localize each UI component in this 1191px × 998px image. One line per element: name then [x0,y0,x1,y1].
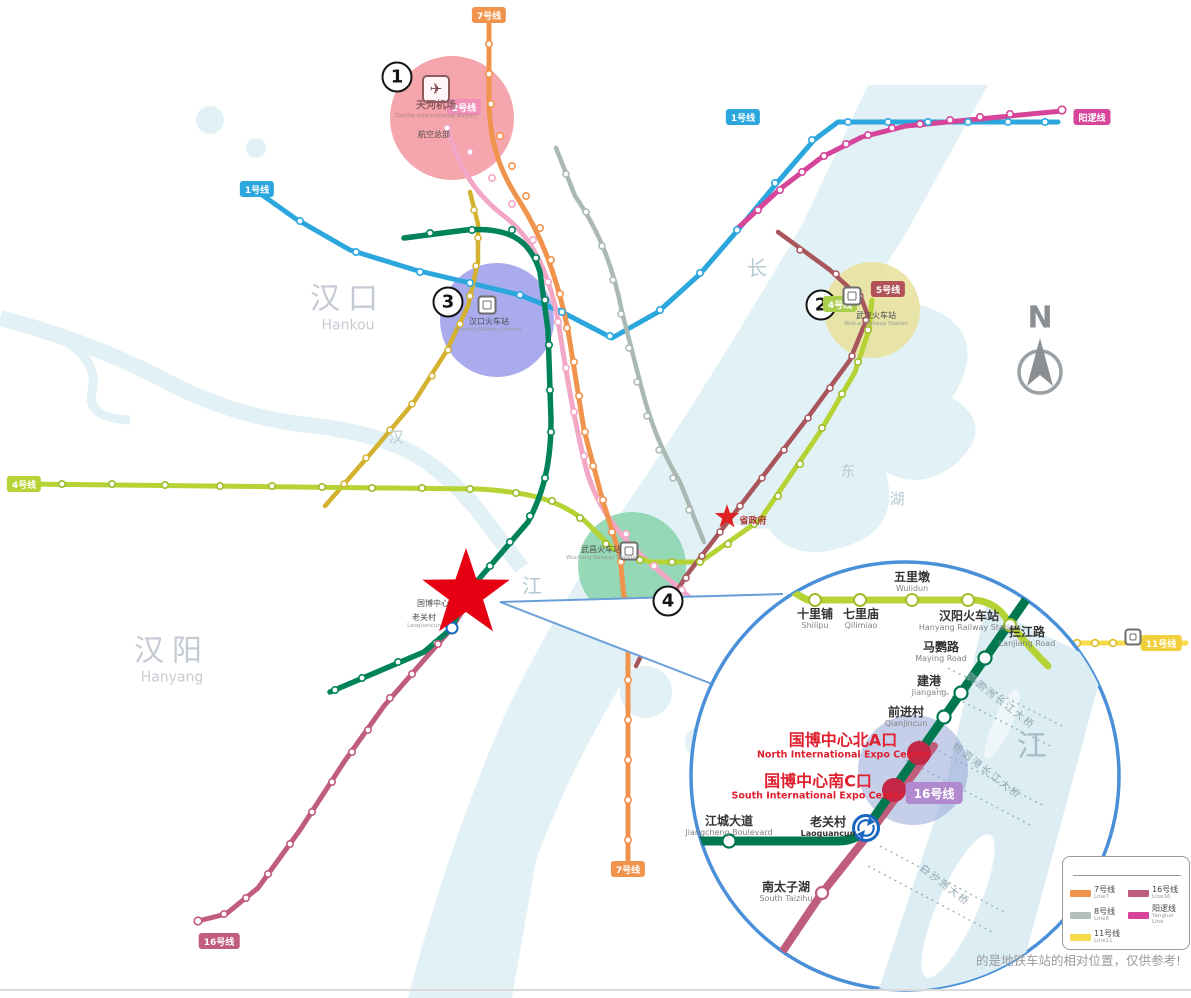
lake-label-dong: 东 [840,462,856,480]
wuhan-station-label: 武汉火车站 Wuhan Railway Station [844,310,908,327]
stations-line16 [193,639,442,926]
line11-terminus-rail-icon [1124,628,1142,646]
inset-expo-station-dots [882,741,931,802]
expo-location-star [422,548,510,632]
badge-line11-right: 11号线 [1140,635,1182,651]
metro-line-2 [444,125,767,699]
legend-entry-yangluo: 阳逻线 Yangluo Line [1128,904,1184,926]
callout-wedge [499,593,784,690]
inset-station-qianjincun: 前进村 Qianjincun [884,705,928,729]
wuchang-station-rail-icon [619,541,639,561]
hankou-station-label: 汉口火车站 Hankou Railway Station [456,316,522,333]
badge-line7-bottom: 7号线 [610,861,646,877]
inset-station-south-taizihu: 南太子湖 South Taizihu [759,880,813,904]
line-legend: 7号线 Line7 16号线 Line16 8号线 Line8 阳逻线 Yang… [1062,856,1190,950]
stations-line3 [340,206,482,488]
badge-yangluo: 阳逻线 [1073,109,1111,125]
badge-line4-left: 4号线 [6,476,42,492]
stations-line4 [57,325,872,566]
metro-line-4 [19,297,875,565]
bottom-divider [0,989,1191,991]
inset-station-hanyang-railway: 汉阳火车站 Hanyang Railway Station [918,609,1020,633]
legend-entry-line16: 16号线 Line16 [1128,882,1184,904]
inset-station-dots [721,593,1017,901]
badge-line5-station: 5号线 [870,281,906,297]
river-label-han: 汉 [388,428,404,446]
stations-yangluo [753,105,1067,215]
inset-station-jiangcheng: 江城大道 Jiangcheng Boulevard [685,814,773,838]
region-label-hanyang: 汉阳 Hanyang [134,633,210,686]
hankou-station-rail-icon [477,295,497,315]
wuchang-station-label: 武昌火车站 Wuchang Railway Station [566,544,636,561]
badge-line16-bottom: 16号线 [198,933,240,949]
inset-station-qilimiao: 七里庙 Qilimiao [842,607,880,631]
marker-3-hankou-station: 3 [432,286,464,318]
inset-expo-north-label: 国博中心北A口 North International Expo Center [756,730,930,761]
map-disclaimer-caption: 的是地铁车站的相对位置，仅供参考! [976,953,1182,968]
airport-hq-station-label: 航空总部 [418,130,450,140]
metro-line-yangluo [735,108,1065,231]
river-label-chang: 长 [747,256,767,280]
inset-station-shilipu: 十里铺 Shilipu [796,607,834,631]
inset-station-lanjiang: 拦江路 Lanjiang Road [998,625,1056,649]
badge-line7-top: 7号线 [471,7,507,23]
badge-line16-inset: 16号线 [905,782,963,804]
badge-line1-left: 1号线 [239,181,275,197]
inset-station-maying: 马鹦路 Maying Road [915,640,967,664]
airport-plane-icon: ✈ [422,75,450,103]
river-label-jiang: 江 [522,574,542,598]
laoguancun-main-label: 老关村 Laoguancun [407,612,441,629]
inset-expo-south-label: 国博中心南C口 South International Expo Center [731,771,905,802]
legend-entries: 7号线 Line7 16号线 Line16 8号线 Line8 阳逻线 Yang… [1070,882,1184,948]
lake-label-hu: 湖 [889,490,905,508]
han-river [0,310,529,573]
airport-label: 天河机场 Tianhe International Airport [394,100,478,120]
expo-main-label: 国博中心 [417,599,449,609]
legend-swatch-yangluo [1128,911,1149,919]
legend-swatch-line8 [1070,911,1091,919]
legend-entry-line11: 11号线 Line11 [1070,926,1128,948]
compass-north-label: N [1027,300,1053,336]
legend-swatch-line7 [1070,889,1091,897]
inset-station-wulidun: 五里墩 Wulidun [893,570,931,594]
region-label-hankou: 汉口 Hankou [310,281,386,334]
wuhan-station-rail-icon [842,286,862,306]
badge-line2-airport: 2号线 [446,99,482,115]
stations-line1 [295,118,1050,340]
marker-1-airport: 1 [381,61,413,93]
inset-station-jiangang: 建港 Jiangang [911,674,947,698]
inset-station-laoguancun: 老关村 Laoguancun [800,815,856,839]
marker-4-wuchang-station: 4 [652,585,684,617]
gov-label: 省政府 [739,516,767,527]
gov-star-icon [714,504,740,528]
east-lake [196,106,976,757]
laoguancun-main-interchange [445,621,459,635]
legend-divider [1073,875,1181,876]
legend-entry-line7: 7号线 Line7 [1070,882,1128,904]
stations-line8 [562,170,693,514]
legend-swatch-line11 [1070,933,1091,941]
legend-swatch-line16 [1128,889,1149,897]
compass-icon [1017,338,1063,395]
legend-entry-line8: 8号线 Line8 [1070,904,1128,926]
inset-laoguancun-interchange-icon [852,814,880,842]
badge-line1-right: 1号线 [725,109,761,125]
inset-river-label-jiang: 江 [1017,729,1047,764]
